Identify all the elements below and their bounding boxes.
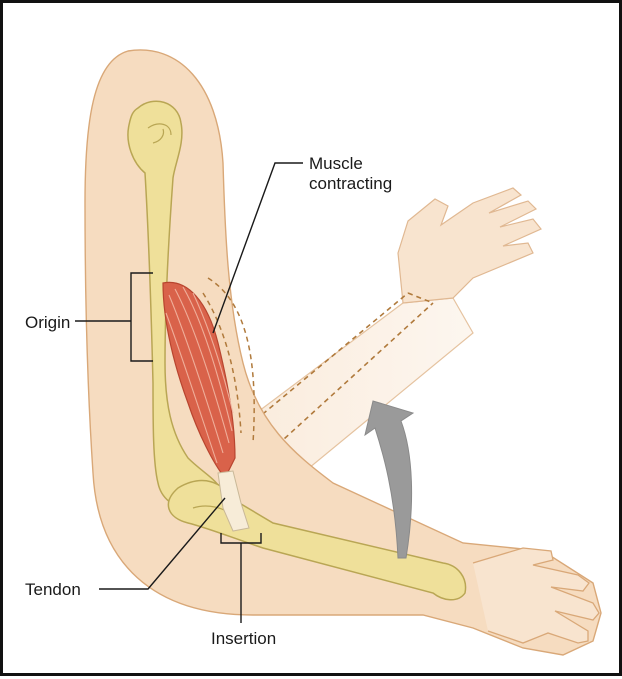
muscle-dashed-guide [202,277,255,444]
flexion-arrow-icon [364,400,415,559]
leader-insertion [220,533,262,623]
raised-hand-ghost [397,187,542,304]
label-insertion: Insertion [211,629,277,648]
leader-tendon [99,497,226,590]
label-muscle-contracting: Muscle contracting [309,154,392,194]
leader-lines [75,162,303,623]
label-tendon: Tendon [25,580,81,599]
label-muscle-line2: contracting [309,174,393,193]
label-muscle-line1: Muscle [309,154,363,173]
tendon [217,470,250,532]
leader-muscle [212,162,303,334]
raised-forearm-ghost [227,187,542,482]
arm-diagram [75,49,602,656]
lower-hand [472,547,600,644]
leader-origin [75,272,153,362]
biceps-muscle [162,281,236,480]
label-origin: Origin [25,313,71,332]
